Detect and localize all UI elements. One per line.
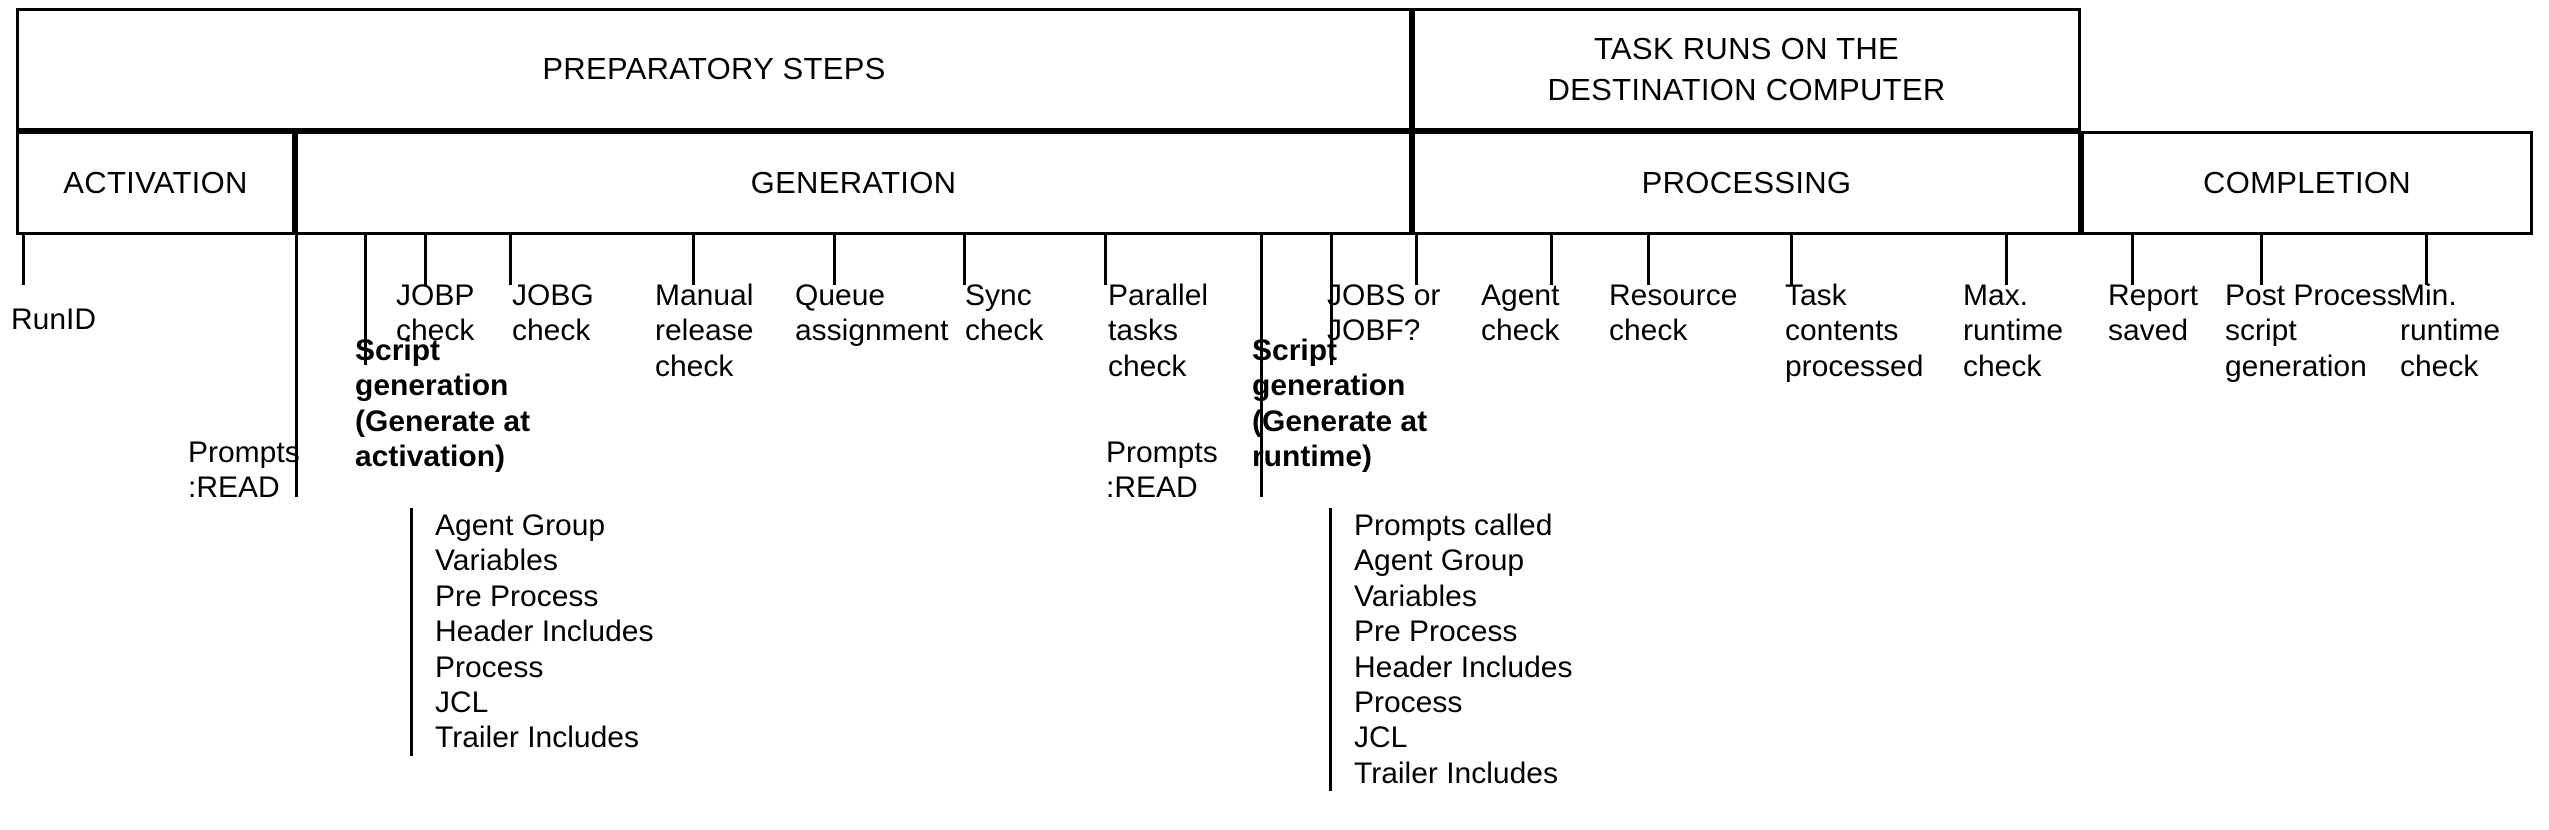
phase-band-activation: ACTIVATION [16,131,295,235]
tick-jobp-check [424,235,427,285]
phase-band-label: ACTIVATION [63,164,248,200]
label-jobg-check: JOBG check [512,279,594,348]
tick-task-contents-processed [1790,235,1793,285]
sublist-connector-line [1329,508,1332,792]
sublist-item: Trailer Includes [435,721,639,755]
tick-script-generation-activation [364,235,367,365]
tick-report-saved [2131,235,2134,285]
top-band-label: TASK RUNS ON THE DESTINATION COMPUTER [1547,31,1946,107]
label-max-runtime-check: Max. runtime check [1963,279,2064,383]
label-resource-check: Resource check [1609,279,1738,348]
sublist-item: JCL [435,685,489,719]
label-script-generation-activation: Script generation (Generate at activatio… [355,334,531,474]
sublist-item: Trailer Includes [1354,756,1558,790]
label-report-saved: Report saved [2108,279,2199,348]
sublist-item: JCL [1354,721,1408,755]
sublist-item: Pre Process [1354,615,1518,649]
phase-band-processing: PROCESSING [1412,131,2081,235]
label-task-contents-processed: Task contents processed [1785,279,1924,383]
label-agent-check: Agent check [1481,279,1560,348]
tick-manual-release-check [692,235,695,285]
phase-band-label: GENERATION [750,164,957,200]
label-script-generation-runtime: Script generation (Generate at runtime) [1252,334,1428,474]
label-queue-assignment: Queue assignment [795,279,949,348]
tick-post-process-script-generation [2260,235,2263,285]
label-jobs-or-jobf: JOBS or JOBF? [1327,279,1441,348]
tick-runid [22,235,25,285]
tick-resource-check [1647,235,1650,285]
label-min-runtime-check: Min. runtime check [2400,279,2501,383]
sublist-item: Process [435,650,544,684]
sublist-item: Variables [1354,579,1477,613]
top-band-task-runs-destination: TASK RUNS ON THE DESTINATION COMPUTER [1412,8,2081,131]
label-runid: RunID [11,303,97,336]
tick-queue-assignment [833,235,836,285]
tick-jobs-or-jobf [1415,235,1418,285]
label-prompts-read-2: Prompts :READ [1106,436,1218,505]
sublist-item: Prompts called [1354,509,1553,542]
label-sync-check: Sync check [965,279,1044,348]
sublist-item: Header Includes [435,615,654,649]
phase-band-completion: COMPLETION [2081,131,2533,235]
label-post-process-script-generation: Post Process script generation [2225,279,2402,383]
label-parallel-tasks-check: Parallel tasks check [1108,279,1209,383]
phase-band-generation: GENERATION [295,131,1412,235]
sublist-item: Process [1354,685,1463,719]
phase-band-label: PROCESSING [1641,164,1852,200]
tick-parallel-tasks-check [1104,235,1107,285]
tick-prompts-read-1 [295,235,298,497]
tick-script-generation-runtime [1330,235,1333,365]
sublist-item: Agent Group [1354,544,1525,578]
tick-max-runtime-check [2005,235,2008,285]
tick-prompts-read-2 [1260,235,1263,497]
label-jobp-check: JOBP check [396,279,475,348]
sublist-item: Header Includes [1354,650,1573,684]
top-band-label: PREPARATORY STEPS [542,51,886,87]
sublist-item: Agent Group [435,509,606,542]
sublist-item: Pre Process [435,579,599,613]
tick-jobg-check [509,235,512,285]
sublist-item: Variables [435,544,558,578]
top-band-preparatory-steps: PREPARATORY STEPS [16,8,1412,131]
tick-min-runtime-check [2425,235,2428,285]
sublist-connector-line [410,508,413,756]
label-manual-release-check: Manual release check [655,279,754,383]
label-prompts-read-1: Prompts :READ [188,436,300,505]
phase-band-label: COMPLETION [2203,164,2411,200]
tick-agent-check [1550,235,1553,285]
tick-sync-check [963,235,966,285]
